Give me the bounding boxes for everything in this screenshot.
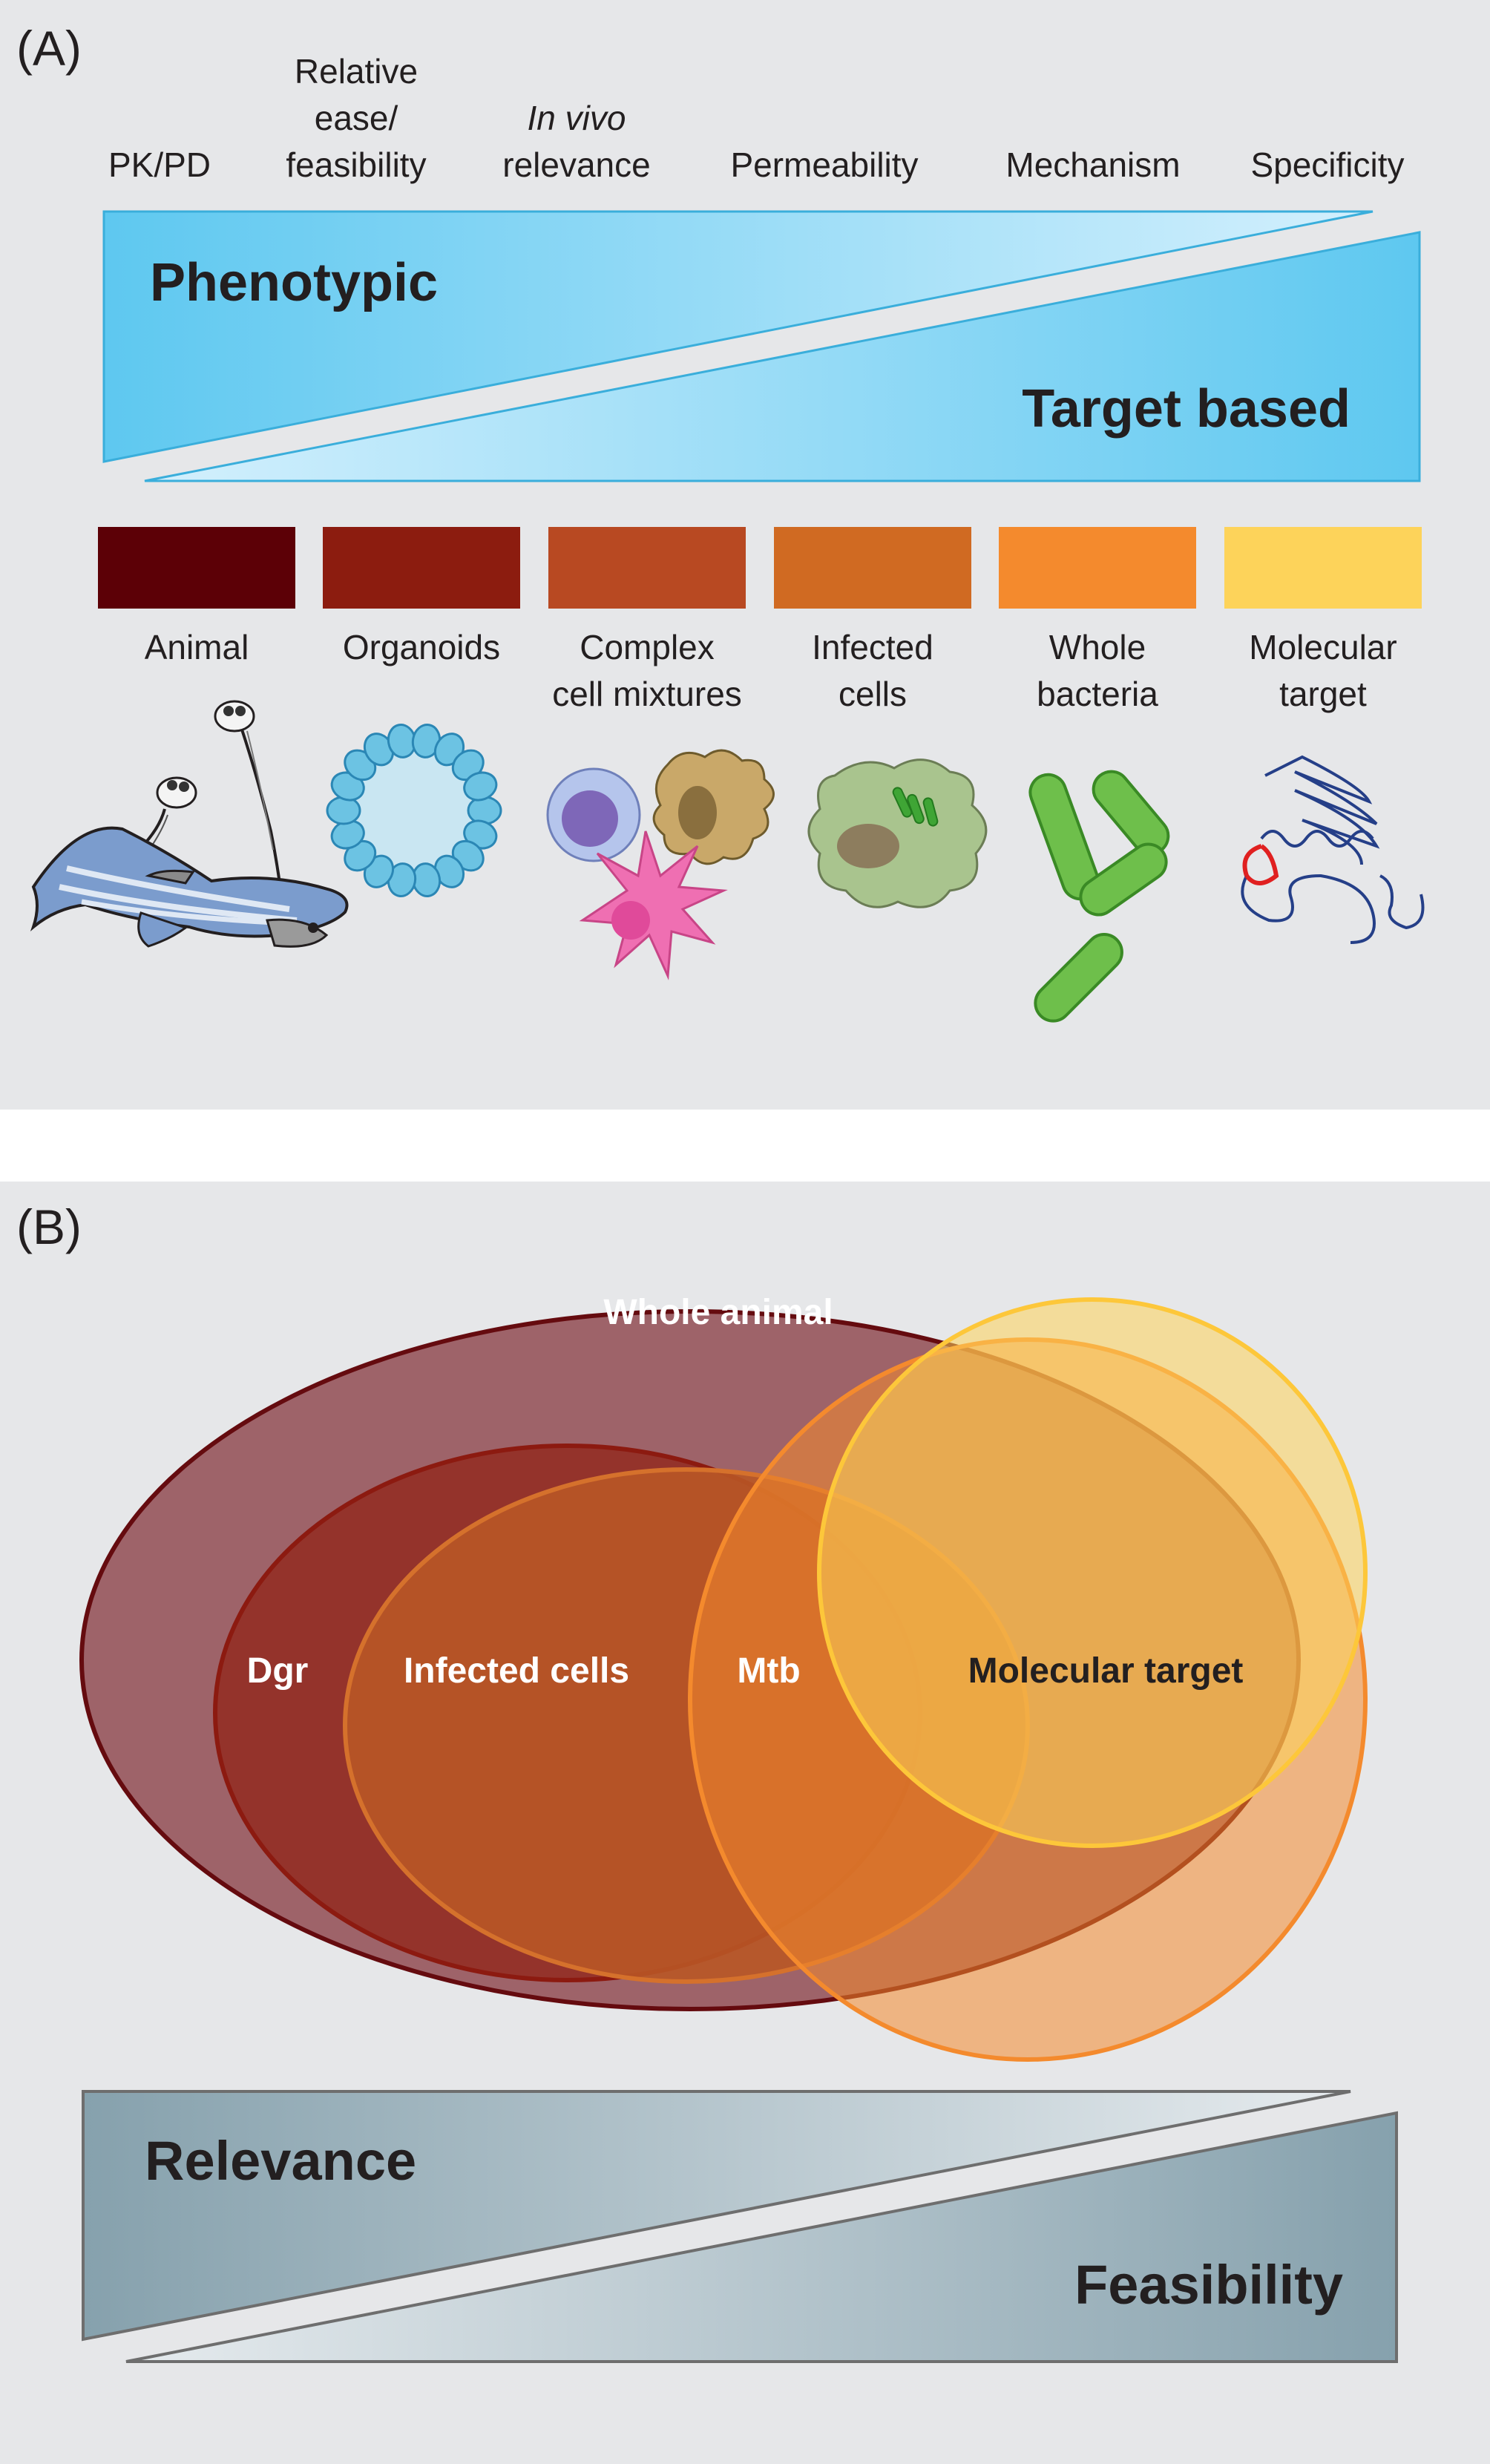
label-mtb: Mtb xyxy=(737,1651,800,1691)
cell-mixture-icon xyxy=(546,749,775,980)
target-based-wedge xyxy=(144,231,1421,482)
protein-icon xyxy=(1241,755,1425,944)
label-whole-animal: Whole animal xyxy=(603,1293,833,1332)
swatch-label-3-1: cells xyxy=(838,675,907,713)
target-based-label: Target based xyxy=(1022,379,1350,439)
swatch-label-4-0: Whole xyxy=(1049,628,1146,666)
swatch-label-4-1: bacteria xyxy=(1037,675,1158,713)
swatch-label-5-0: Molecular xyxy=(1249,628,1397,666)
swatch-row xyxy=(98,527,1422,609)
swatch-2 xyxy=(548,527,746,609)
header-invivo-line2: relevance xyxy=(502,145,650,184)
organoid-cell xyxy=(467,796,502,825)
phenotypic-wedge xyxy=(102,210,1374,463)
header-specificity: Specificity xyxy=(1250,145,1404,184)
header-mechanism: Mechanism xyxy=(1005,145,1180,184)
bacteria-icon xyxy=(1028,770,1170,1023)
header-invivo-line1: In vivo xyxy=(528,99,626,137)
swatch-label-0-0: Animal xyxy=(145,628,249,666)
swatch-label-row: Animal Organoids Complex cell mixtures Infec… xyxy=(145,628,1397,713)
label-infected-cells: Infected cells xyxy=(404,1651,629,1691)
panel-b: (B) Whole animal Dgr Infected cells Mtb … xyxy=(0,1182,1490,2464)
label-molecular-target: Molecular target xyxy=(968,1651,1244,1691)
swatch-label-2-1: cell mixtures xyxy=(552,675,742,713)
panel-a-canvas: (A) PK/PD Relative ease/ feasibility In … xyxy=(16,21,1425,1023)
swatch-1 xyxy=(323,527,520,609)
header-ease-line3: feasibility xyxy=(286,145,426,184)
label-dgr: Dgr xyxy=(247,1651,309,1691)
phenotypic-label: Phenotypic xyxy=(150,253,438,312)
panel-b-label: (B) xyxy=(16,1199,82,1254)
header-ease-line2: ease/ xyxy=(315,99,398,137)
organoid-cell xyxy=(463,771,498,802)
relevance-label: Relevance xyxy=(145,2130,416,2192)
set-molecular-target xyxy=(817,1297,1368,1848)
zebrafish-icon xyxy=(30,700,349,948)
swatch-label-2-0: Complex xyxy=(580,628,715,666)
organoid-lumen xyxy=(347,744,481,877)
swatch-3 xyxy=(774,527,971,609)
organoid-cell xyxy=(326,796,361,825)
header-ease-line1: Relative xyxy=(295,52,418,91)
header-permeability: Permeability xyxy=(730,145,918,184)
header-pkpd: PK/PD xyxy=(108,145,211,184)
panel-a-label: (A) xyxy=(16,21,82,76)
feasibility-label: Feasibility xyxy=(1074,2254,1343,2316)
venn-diagram xyxy=(79,1297,1368,2062)
infected-cell-icon xyxy=(807,758,988,908)
swatch-label-1-0: Organoids xyxy=(343,628,500,666)
panel-b-canvas: (B) Whole animal Dgr Infected cells Mtb … xyxy=(16,1199,1398,2363)
organoid-icon xyxy=(326,724,502,897)
swatch-4 xyxy=(999,527,1196,609)
swatch-0 xyxy=(98,527,295,609)
relevance-wedge xyxy=(82,2090,1351,2342)
feasibility-wedge xyxy=(125,2111,1398,2363)
swatch-5 xyxy=(1224,527,1422,609)
swatch-label-3-0: Infected xyxy=(812,628,933,666)
swatch-label-5-1: target xyxy=(1279,675,1367,713)
panel-a: (A) PK/PD Relative ease/ feasibility In … xyxy=(0,0,1490,1110)
